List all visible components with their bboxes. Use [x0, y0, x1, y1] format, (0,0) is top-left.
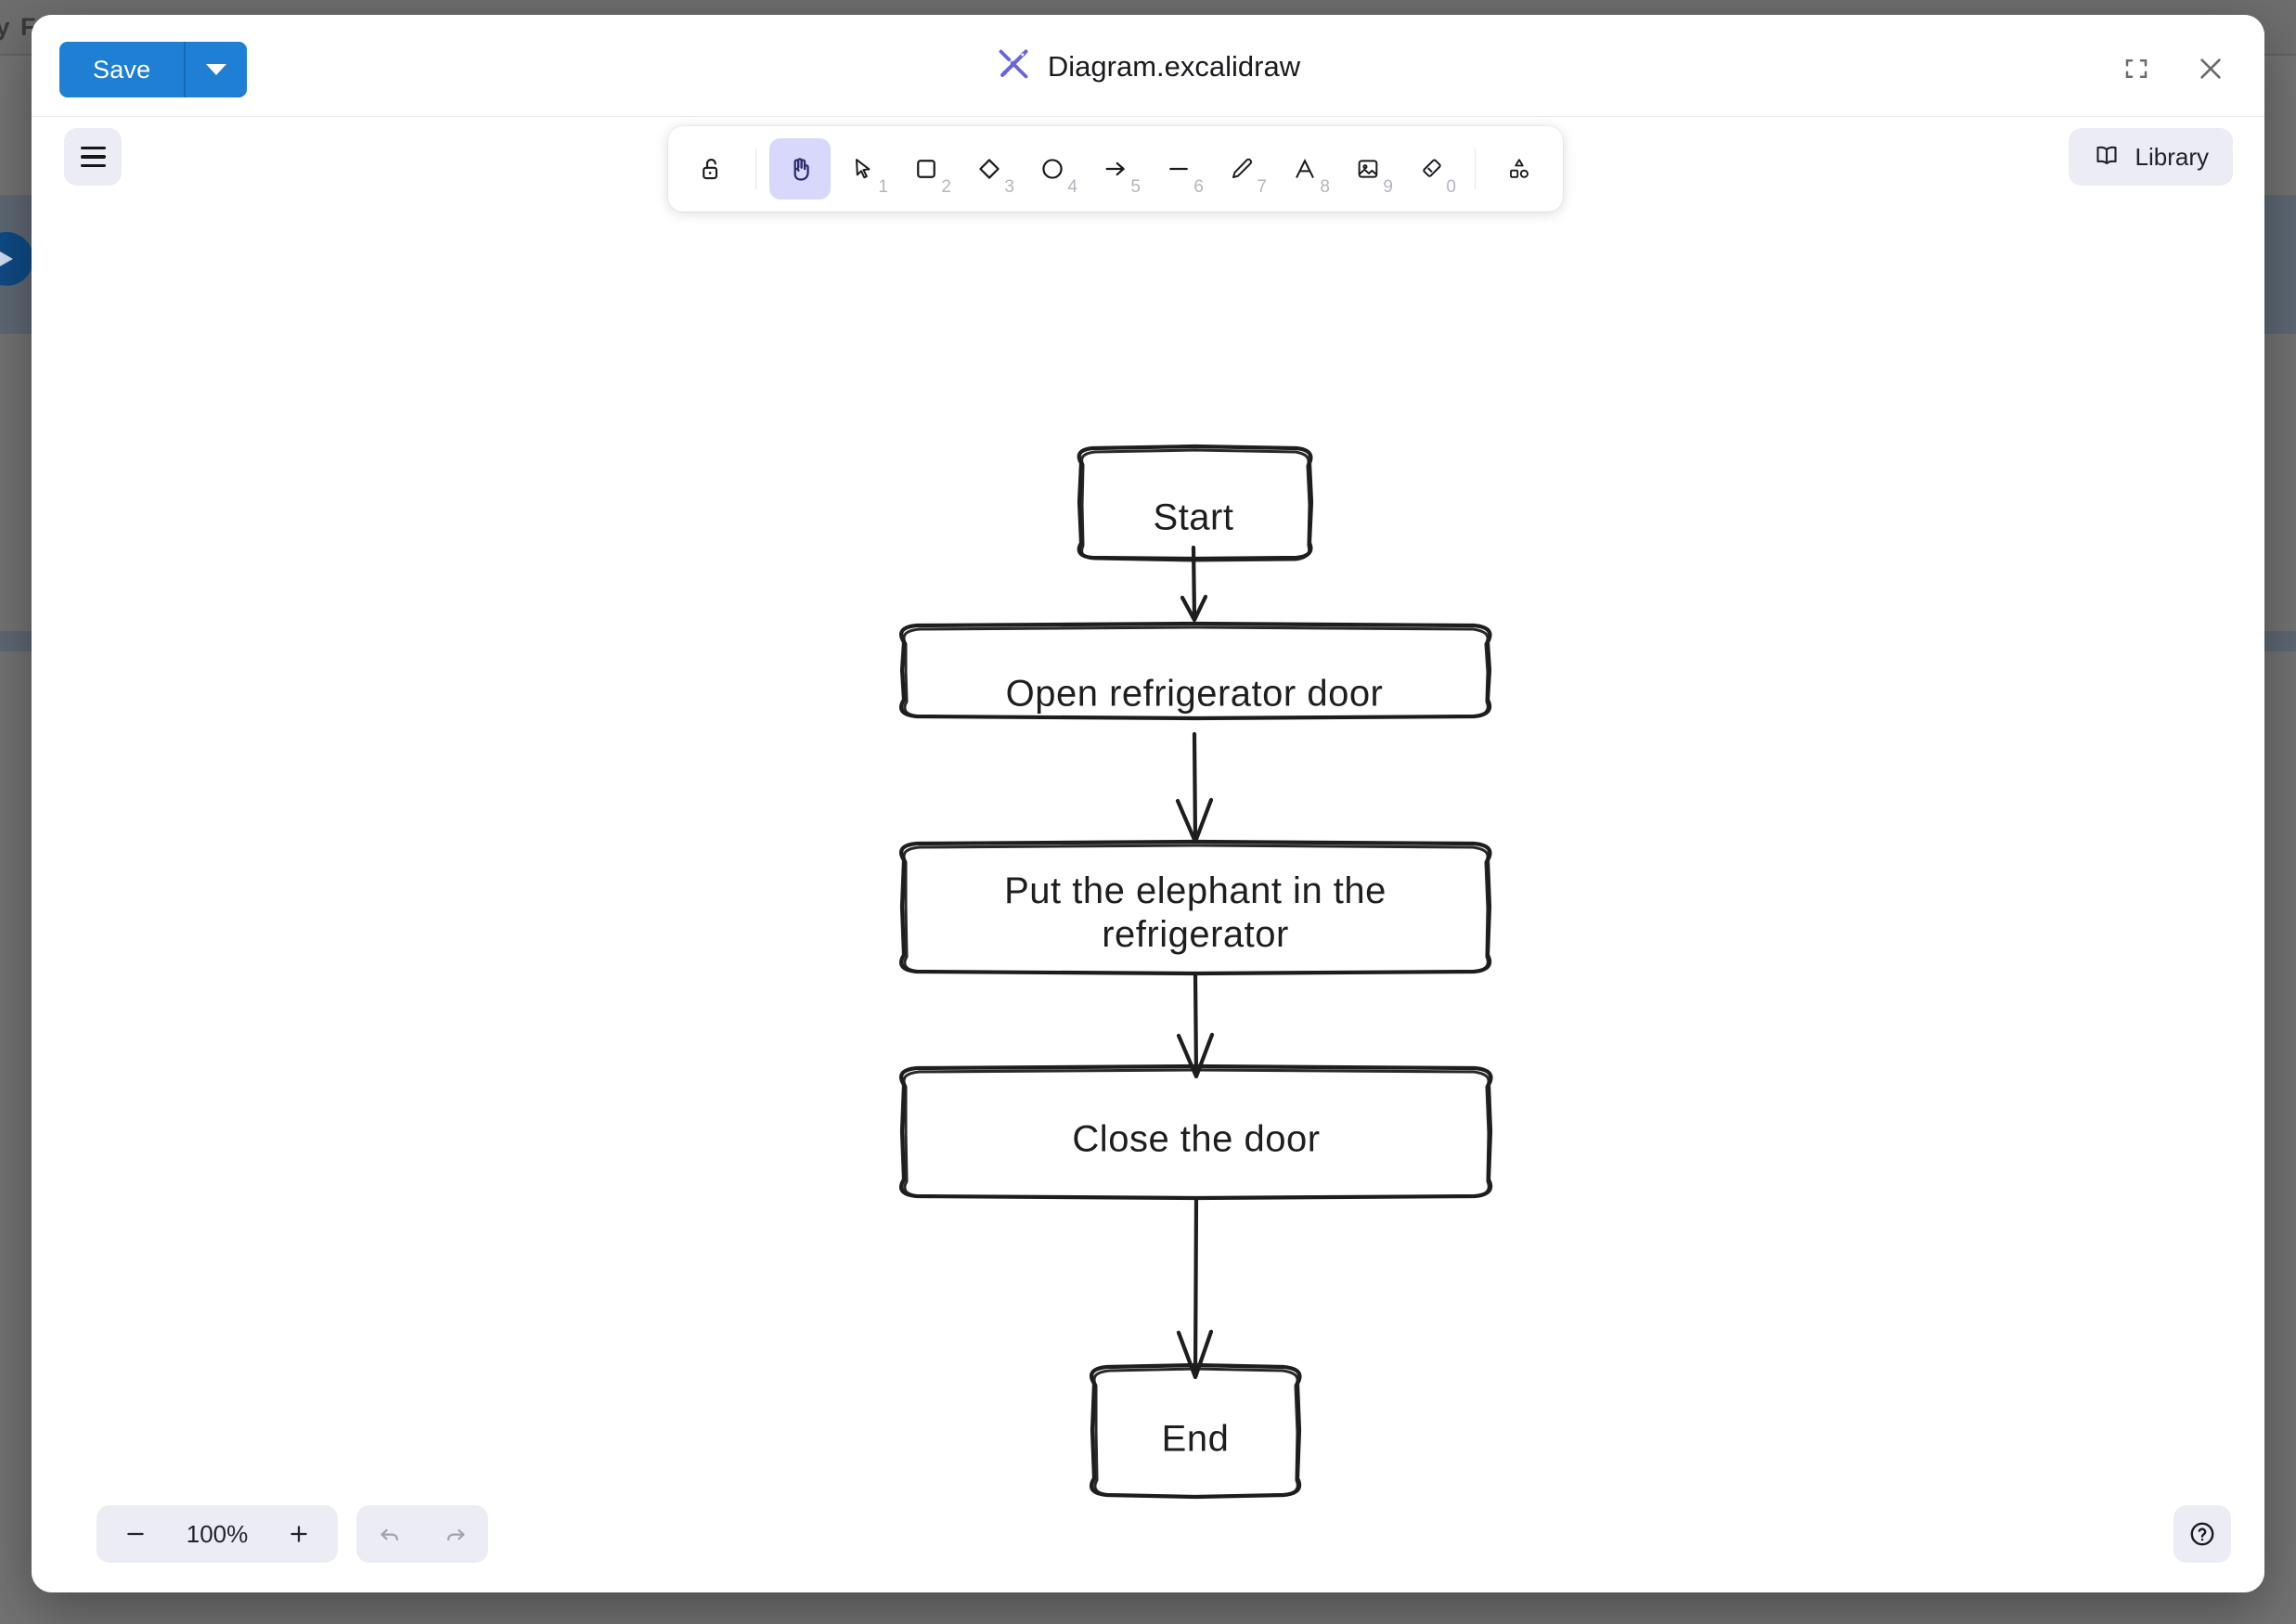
node-label-open: Open refrigerator door [1005, 673, 1384, 715]
titlebar: Save Diagram.excalidraw [32, 15, 2264, 117]
tool-shortcut-key: 0 [1446, 177, 1456, 197]
background-topbar-title: ly F [0, 13, 38, 41]
tool-island: 1 2 3 4 [668, 126, 1563, 212]
edge-start-open [1180, 545, 1208, 623]
library-label: Library [2135, 142, 2209, 171]
zoom-in-button[interactable] [280, 1515, 317, 1553]
zoom-out-button[interactable] [117, 1515, 154, 1553]
image-tool[interactable]: 9 [1337, 138, 1399, 200]
zoom-control-group: 100% [97, 1505, 338, 1563]
hamburger-menu-icon [80, 146, 106, 168]
text-tool[interactable]: 8 [1274, 138, 1335, 200]
tool-shortcut-key: 6 [1193, 177, 1204, 197]
tool-shortcut-key: 5 [1130, 177, 1141, 197]
edge-open-put [1175, 731, 1214, 844]
hamburger-menu-button[interactable] [64, 128, 122, 186]
redo-button[interactable] [443, 1521, 469, 1547]
close-button[interactable] [2186, 45, 2235, 93]
tool-shortcut-key: 4 [1067, 177, 1077, 197]
edge-put-close [1176, 971, 1215, 1079]
toolbar-divider [755, 148, 756, 189]
lock-tool[interactable] [681, 138, 742, 200]
help-button[interactable] [2173, 1505, 2231, 1563]
node-label-close: Close the door [1072, 1118, 1321, 1160]
eraser-tool[interactable]: 0 [1400, 138, 1462, 200]
node-label-end: End [1161, 1418, 1230, 1460]
tool-shortcut-key: 1 [878, 177, 888, 197]
diamond-tool[interactable]: 3 [959, 138, 1020, 200]
excalidraw-logo-icon [996, 46, 1031, 86]
flowchart-diagram [899, 444, 1493, 1500]
save-button-group: Save [59, 42, 248, 97]
shapes-tool[interactable] [1489, 138, 1550, 200]
title-block: Diagram.excalidraw [32, 46, 2264, 86]
undo-button[interactable] [377, 1521, 403, 1547]
edge-close-end [1176, 1195, 1214, 1380]
tool-shortcut-key: 3 [1004, 177, 1014, 197]
hand-tool[interactable] [769, 138, 831, 200]
save-button[interactable]: Save [59, 42, 185, 97]
node-label-start: Start [1153, 496, 1234, 538]
save-dropdown-button[interactable] [186, 42, 248, 97]
ellipse-tool[interactable]: 4 [1022, 138, 1083, 200]
history-control-group [356, 1505, 488, 1563]
fullscreen-button[interactable] [2112, 45, 2161, 93]
toolbar-divider [1475, 148, 1476, 189]
page-title: Diagram.excalidraw [1047, 49, 1301, 83]
excalidraw-modal-window: Save Diagram.excalidraw [32, 15, 2264, 1592]
window-controls [2112, 45, 2235, 93]
arrow-tool[interactable]: 5 [1085, 138, 1146, 200]
book-icon [2093, 141, 2121, 174]
chevron-down-icon [206, 64, 227, 75]
line-tool[interactable]: 6 [1148, 138, 1209, 200]
tool-shortcut-key: 7 [1257, 177, 1267, 197]
tool-shortcut-key: 2 [941, 177, 951, 197]
save-divider [184, 42, 187, 97]
drawing-canvas[interactable]: 1 2 3 4 [32, 117, 2264, 1592]
zoom-level-value[interactable]: 100% [186, 1519, 249, 1548]
tool-shortcut-key: 9 [1383, 177, 1393, 197]
selection-tool[interactable]: 1 [832, 138, 894, 200]
rectangle-tool[interactable]: 2 [896, 138, 957, 200]
node-label-put: Put the elephant in the refrigerator [1004, 870, 1387, 955]
tool-shortcut-key: 8 [1320, 177, 1330, 197]
library-button[interactable]: Library [2068, 128, 2233, 186]
draw-tool[interactable]: 7 [1211, 138, 1272, 200]
